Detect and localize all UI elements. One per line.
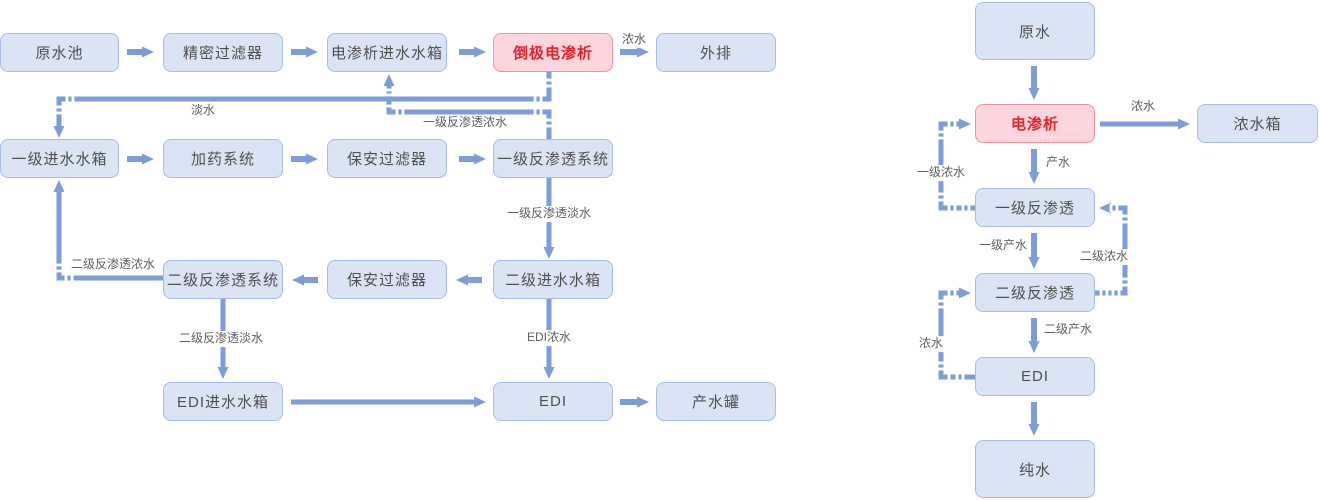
edge-label-ro1-concentrate: 一级反渗透浓水 (419, 115, 511, 131)
pipe-joint-gap (544, 84, 554, 88)
pipe-joint-gap (1120, 283, 1130, 287)
node-pure-water: 纯水 (975, 440, 1095, 498)
pipe-joint-gap (1120, 220, 1130, 224)
pipe-joint-gap (54, 105, 64, 109)
node-edr: 倒极电渗析 (493, 33, 613, 72)
pipe-joint-gap (1120, 277, 1130, 281)
node-guard-filter-1: 保安过滤器 (327, 139, 447, 178)
pipe-joint-gap (544, 118, 554, 122)
pipe-joint-gap (1105, 288, 1109, 298)
node-s2-feed-tank: 二级进水水箱 (493, 260, 613, 299)
pipe-joint-gap (936, 130, 946, 134)
pipe-joint-gap (953, 203, 957, 213)
node-ro1-system: 一级反渗透系统 (493, 139, 613, 178)
pipe-joint-gap (71, 94, 75, 104)
node-ro1: 一级反渗透 (975, 188, 1095, 227)
node-raw-pool: 原水池 (0, 33, 119, 72)
line-edi-concentrate-return (938, 287, 975, 380)
pipe-joint-gap (936, 192, 946, 196)
pipe-joint-gap (936, 198, 946, 202)
edge-label-ro1-permeate: 一级反渗透淡水 (503, 206, 595, 222)
pipe-joint-gap (947, 372, 951, 382)
pipe-joint-gap (54, 111, 64, 115)
pipe-joint-gap (955, 372, 959, 382)
pipe-joint-gap (1115, 203, 1119, 213)
pipe-joint-gap (544, 124, 554, 128)
pipe-joint-gap (947, 288, 951, 298)
edge-label-ro2-permeate: 二级反渗透淡水 (175, 331, 267, 347)
node-edi: EDI (493, 382, 613, 421)
pipe-joint-gap (64, 273, 68, 283)
node-ro2-system: 二级反渗透系统 (163, 260, 283, 299)
edge-label-edi-concentrate-right: 浓水 (915, 336, 947, 352)
pipe-joint-gap (539, 107, 543, 117)
pipe-joint-gap (953, 288, 957, 298)
pipe-joint-gap (1111, 288, 1115, 298)
pipe-joint-gap (936, 367, 946, 371)
pipe-joint-gap (1120, 214, 1130, 218)
pipe-joint-gap (401, 107, 405, 117)
node-product-tank: 产水罐 (656, 382, 776, 421)
edge-label-s2-product: 二级产水 (1040, 322, 1096, 338)
node-dosing-system: 加药系统 (163, 139, 283, 178)
pipe-joint-gap (65, 94, 69, 104)
edge-label-concentrate-discharge: 浓水 (618, 32, 650, 48)
edge-label-s1-concentrate: 一级浓水 (913, 165, 969, 181)
pipe-joint-gap (533, 94, 537, 104)
pipe-joint-gap (70, 273, 74, 283)
node-guard-filter-2: 保安过滤器 (327, 260, 447, 299)
pipe-joint-gap (384, 88, 394, 92)
pipe-joint-gap (1099, 288, 1103, 298)
node-fine-filter: 精密过滤器 (163, 33, 283, 72)
pipe-joint-gap (384, 104, 394, 108)
pipe-joint-gap (936, 361, 946, 365)
pipe-joint-gap (533, 107, 537, 117)
edge-label-s1-product: 一级产水 (975, 238, 1031, 254)
node-edi-feed-tank: EDI进水水箱 (163, 382, 283, 421)
node-ed-feed-tank: 电渗析进水水箱 (327, 33, 447, 72)
node-raw-water: 原水 (975, 2, 1095, 60)
pipe-joint-gap (967, 203, 971, 213)
pipe-joint-gap (947, 119, 951, 129)
node-electrodialysis: 电渗析 (975, 104, 1095, 143)
pipe-joint-gap (1109, 203, 1113, 213)
edge-label-edi-concentrate: EDI浓水 (523, 330, 575, 346)
pipe-joint-gap (54, 269, 64, 273)
pipe-joint-gap (947, 203, 951, 213)
edge-label-fresh-water: 淡水 (187, 103, 219, 119)
edge-label-ro2-concentrate: 二级反渗透浓水 (67, 257, 159, 273)
pipe-joint-gap (961, 203, 965, 213)
pipe-joint-gap (544, 78, 554, 82)
pipe-joint-gap (54, 263, 64, 267)
edge-label-concentrate: 浓水 (1127, 99, 1159, 115)
node-s1-feed-tank: 一级进水水箱 (0, 139, 119, 178)
node-discharge: 外排 (656, 33, 776, 72)
pipe-joint-gap (936, 136, 946, 140)
node-ro2: 二级反渗透 (975, 273, 1095, 312)
pipe-joint-gap (1117, 288, 1121, 298)
pipe-joint-gap (953, 119, 957, 129)
edge-label-product-water: 产水 (1042, 155, 1074, 171)
pipe-joint-gap (961, 372, 965, 382)
line-ro2-concentrate-return (53, 180, 163, 281)
pipe-joint-gap (539, 94, 543, 104)
pipe-joint-gap (936, 305, 946, 309)
pipe-joint-gap (384, 93, 394, 97)
pipe-joint-gap (936, 299, 946, 303)
node-edi-right: EDI (975, 357, 1095, 396)
node-concentrate-tank: 浓水箱 (1197, 104, 1318, 143)
pipe-joint-gap (395, 107, 399, 117)
edge-label-s2-concentrate: 二级浓水 (1076, 249, 1132, 265)
